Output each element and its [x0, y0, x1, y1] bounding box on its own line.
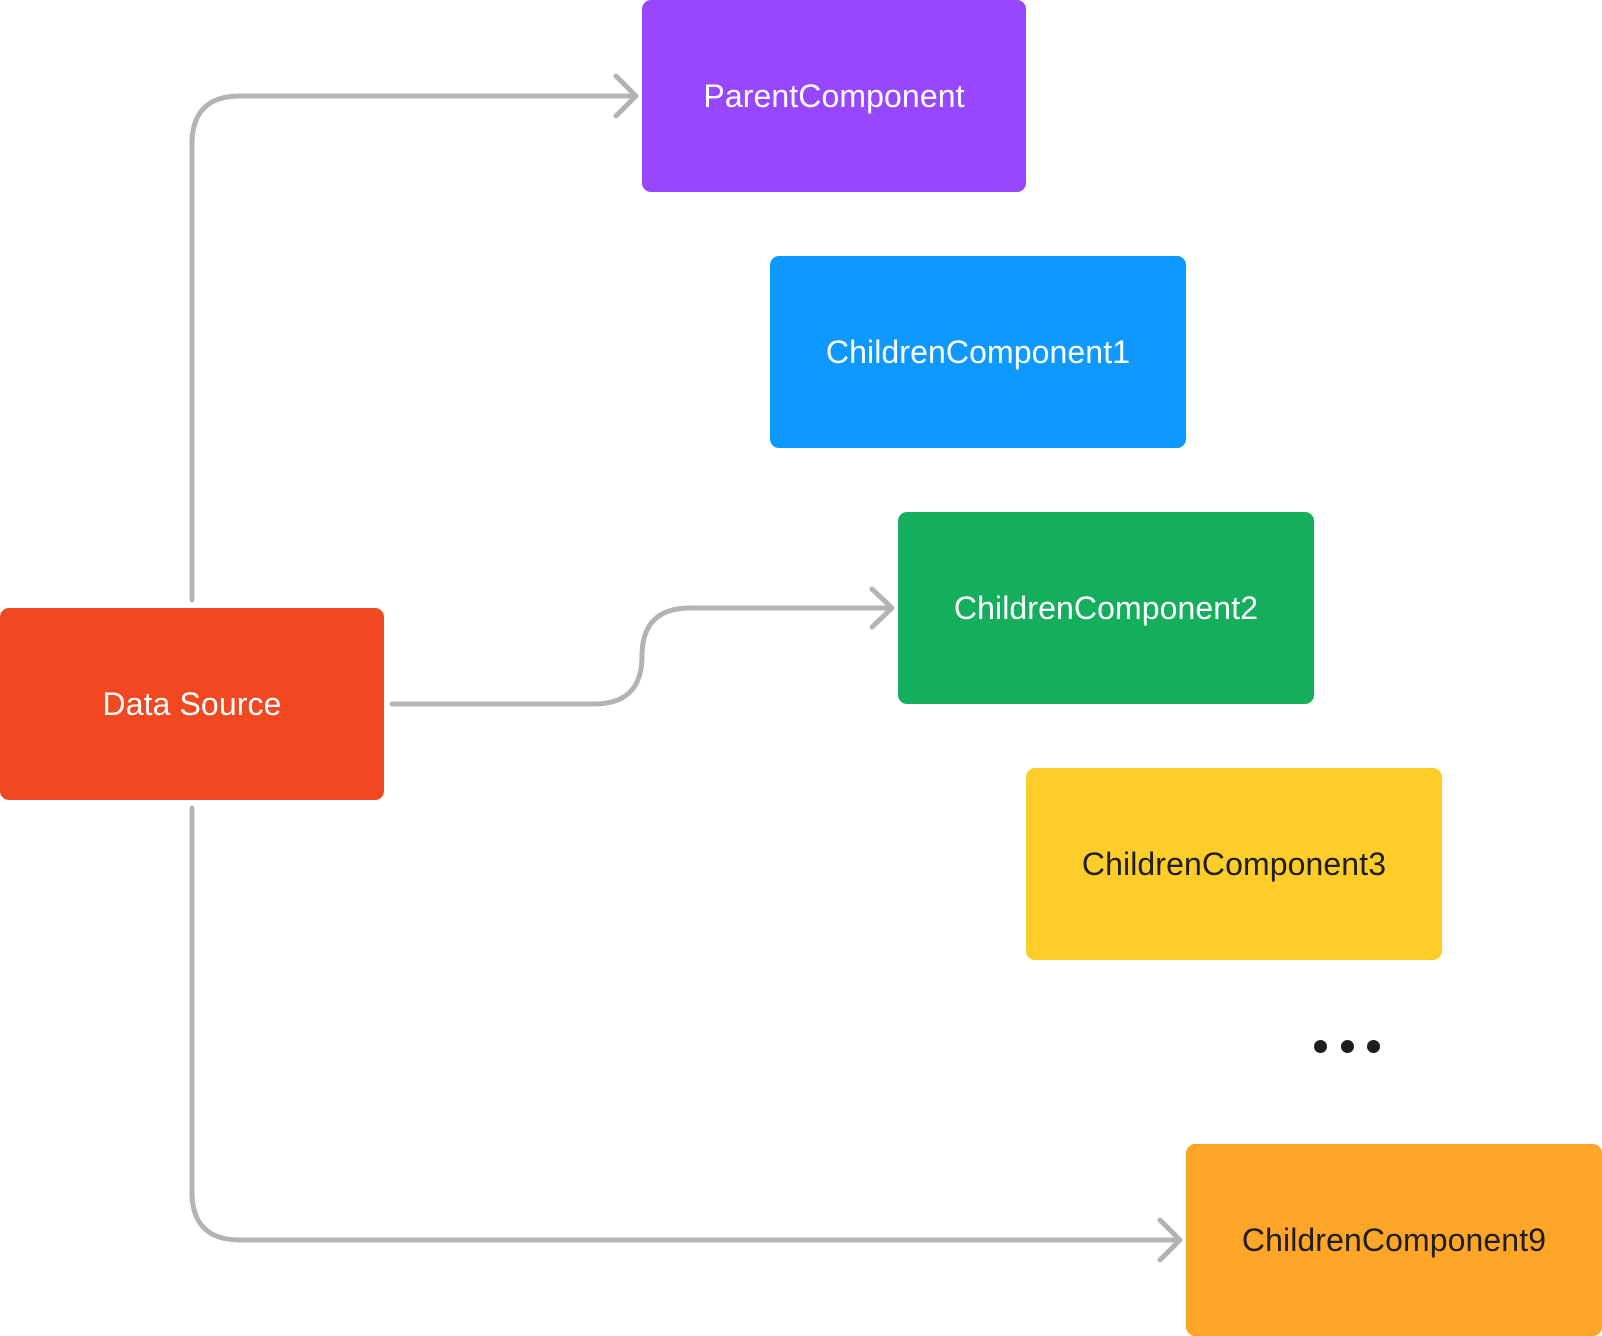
children-component-9-node[interactable]: ChildrenComponent9 [1186, 1144, 1602, 1336]
parent-component-label: ParentComponent [703, 78, 965, 114]
ellipsis-dot [1340, 1039, 1354, 1053]
arrowhead-parent [613, 73, 639, 119]
arrowhead-child2 [869, 586, 895, 630]
arrowhead-child9 [1157, 1217, 1183, 1263]
children-component-1-node[interactable]: ChildrenComponent1 [770, 256, 1186, 448]
data-source-node[interactable]: Data Source [0, 608, 384, 800]
children-component-2-node[interactable]: ChildrenComponent2 [898, 512, 1314, 704]
ellipsis-dot [1367, 1039, 1380, 1053]
children-component-1-label: ChildrenComponent1 [825, 334, 1131, 370]
edge-datasource-to-child9 [189, 805, 1181, 1243]
data-source-label: Data Source [102, 686, 282, 722]
children-component-3-label: ChildrenComponent3 [1081, 846, 1387, 882]
children-component-2-label: ChildrenComponent2 [953, 590, 1259, 626]
ellipsis-icon [1314, 1036, 1380, 1056]
ellipsis-dot [1314, 1039, 1327, 1053]
parent-component-node[interactable]: ParentComponent [642, 0, 1026, 192]
edge-datasource-to-child2 [389, 605, 893, 707]
edge-datasource-to-parent [189, 93, 637, 603]
children-component-3-node[interactable]: ChildrenComponent3 [1026, 768, 1442, 960]
children-component-9-label: ChildrenComponent9 [1241, 1222, 1547, 1258]
